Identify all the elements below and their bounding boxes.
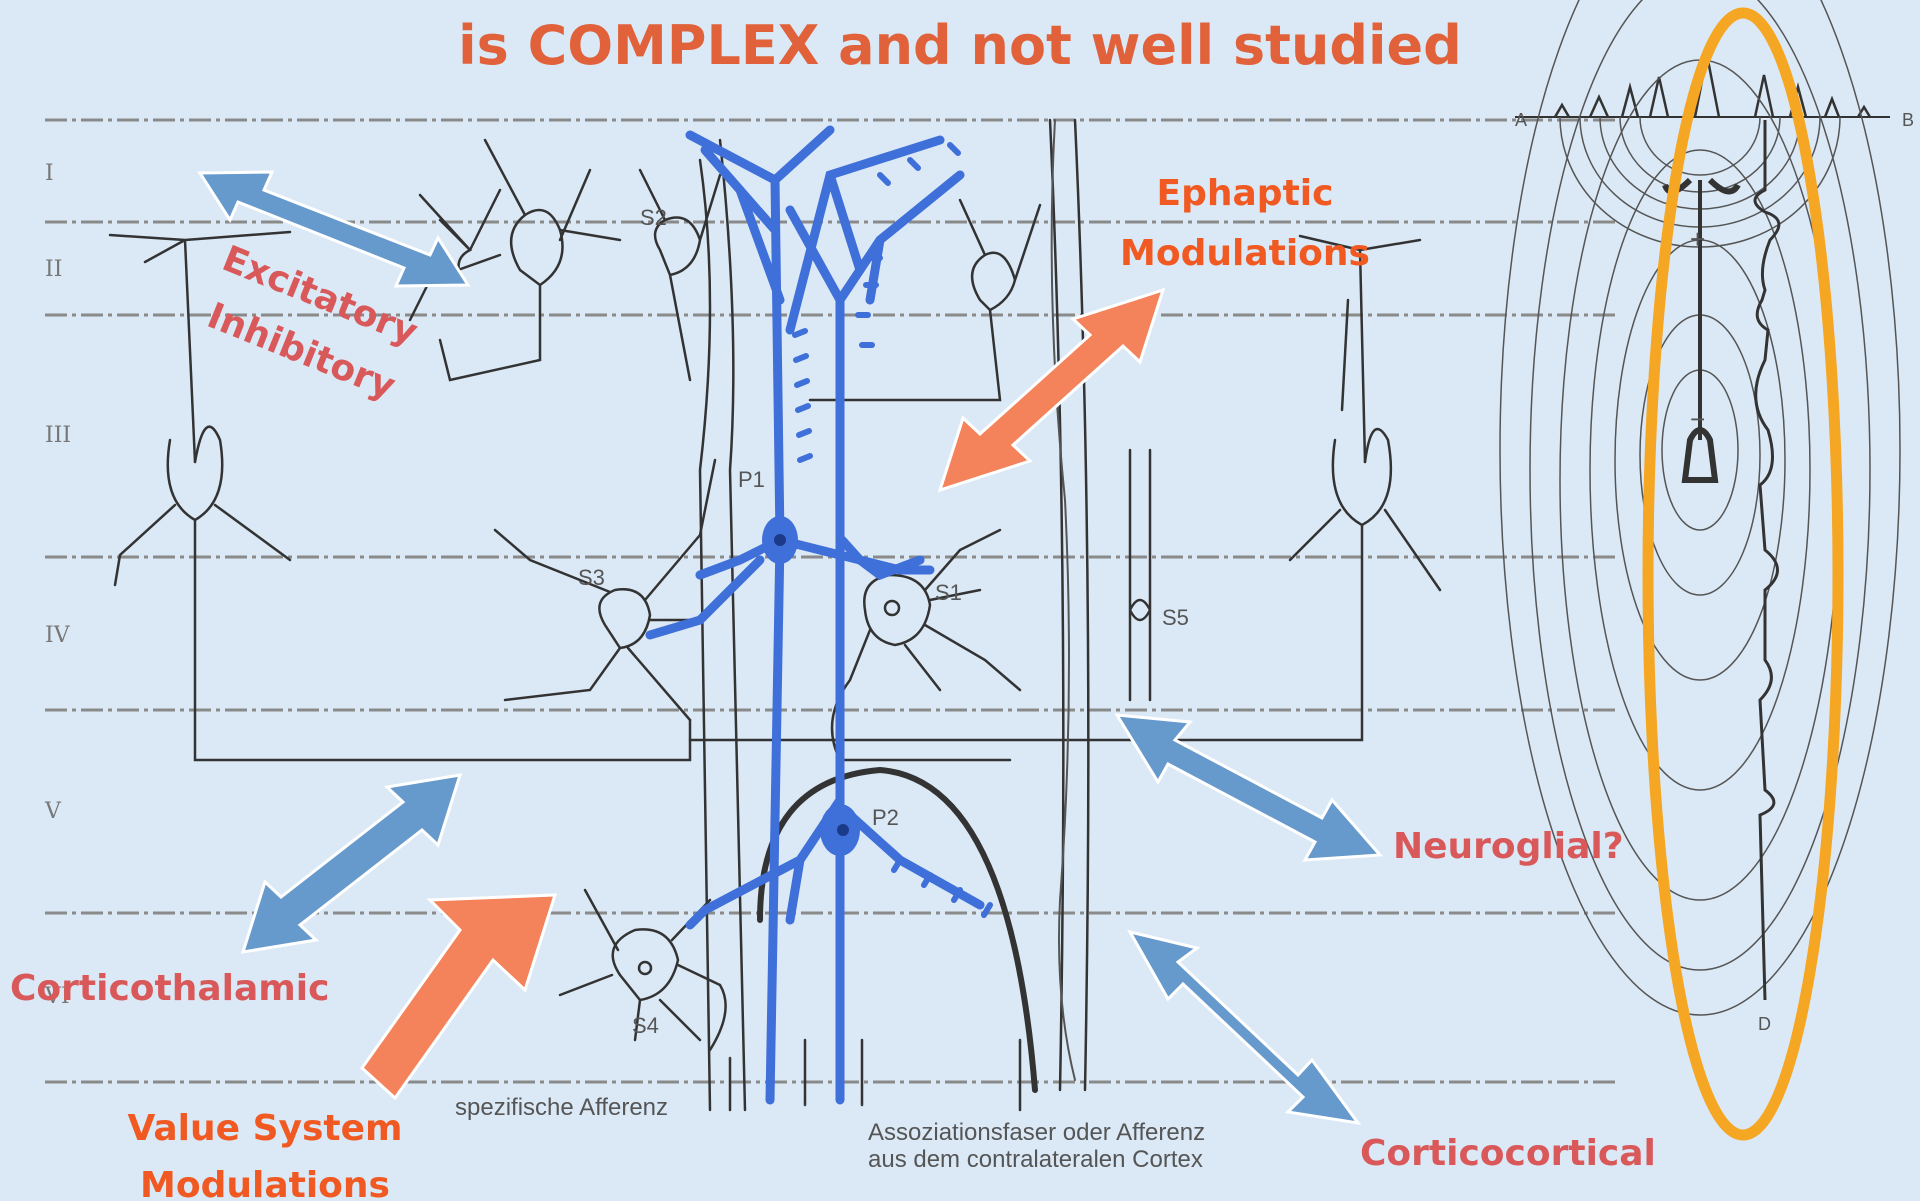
caption-association-2: aus dem contralateralen Cortex (868, 1146, 1203, 1173)
annotation-labels: Excitatory Inhibitory Ephaptic Modulatio… (10, 173, 1656, 1201)
label-neuroglial: Neuroglial? (1393, 826, 1624, 867)
label-value-system: Value System (127, 1108, 402, 1149)
label-ephaptic-modulations: Modulations (1120, 233, 1370, 274)
cell-label-s3: S3 (578, 565, 605, 590)
label-value-system-modulations: Modulations (140, 1165, 390, 1201)
layer-label-5: V (44, 799, 62, 824)
caption-association-1: Assoziationsfaser oder Afferenz (868, 1119, 1205, 1146)
layer-label-1: I (45, 161, 54, 186)
layer-label-3: III (45, 423, 71, 448)
blue-pyramidal-neurons (650, 130, 990, 1100)
field-label-d: D (1758, 1014, 1771, 1034)
layer-label-2: II (45, 257, 62, 282)
field-label-minus: − (1690, 404, 1705, 434)
field-label-b: B (1902, 110, 1914, 130)
field-label-a: A (1515, 110, 1527, 130)
layer-numerals: I II III IV V VI (44, 161, 71, 1009)
cell-label-s1: S1 (935, 580, 962, 605)
label-corticocortical: Corticocortical (1360, 1133, 1656, 1174)
cell-label-p1: P1 (738, 467, 765, 492)
cell-label-s5: S5 (1162, 605, 1189, 630)
label-corticothalamic: Corticothalamic (10, 968, 329, 1009)
neuroglial-arrow (1117, 715, 1380, 860)
layer-label-4: IV (45, 623, 71, 648)
corticocortical-arrow (1130, 932, 1358, 1123)
cell-label-s2: S2 (640, 205, 667, 230)
corticothalamic-arrow (243, 775, 460, 952)
label-ephaptic: Ephaptic (1157, 173, 1334, 214)
field-label-plus: + (1690, 224, 1705, 254)
cell-label-s4: S4 (632, 1013, 659, 1038)
caption-afferent: spezifische Afferenz (455, 1094, 668, 1121)
value-system-arrow (362, 895, 555, 1098)
field-panel-labels: A B D + − (1515, 110, 1914, 1034)
cell-label-p2: P2 (872, 805, 899, 830)
